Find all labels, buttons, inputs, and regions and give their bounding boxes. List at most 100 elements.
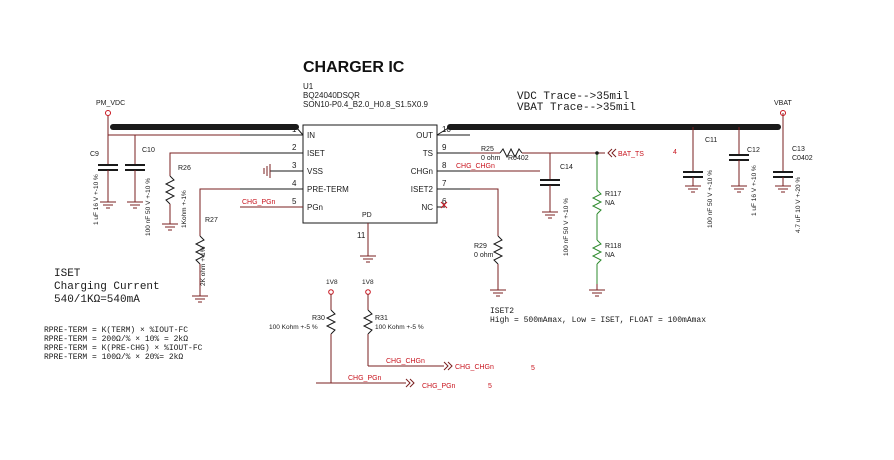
r30-value: 100 Kohm +-5 % bbox=[269, 324, 318, 331]
rpre-note-1: RPRE-TERM = K(TERM) × %IOUT-FC bbox=[44, 326, 188, 335]
c13-capacitor-icon bbox=[772, 171, 794, 178]
r31-ref: R31 bbox=[375, 315, 388, 322]
c13-package: C0402 bbox=[792, 155, 813, 162]
pin-5-name: PGn bbox=[307, 203, 323, 212]
pin-9-num: 9 bbox=[442, 143, 447, 152]
pin-7-num: 7 bbox=[442, 179, 447, 188]
vss-ground-icon bbox=[263, 164, 271, 178]
net-vbat: VBAT bbox=[774, 100, 792, 107]
r25-package: R0402 bbox=[508, 155, 529, 162]
c14-ref: C14 bbox=[560, 164, 573, 171]
chg-pgn-port-icon bbox=[405, 378, 411, 388]
r27-resistor-icon bbox=[194, 235, 206, 265]
r26-value: 1Kohm +-1% bbox=[181, 190, 188, 228]
c13-value: 4.7 uF 10 V +-20 % bbox=[795, 177, 802, 233]
c9-ref: C9 bbox=[90, 151, 99, 158]
iset-note-3: 540/1KΩ=540mA bbox=[54, 294, 140, 306]
pin-6-name: NC bbox=[421, 203, 433, 212]
vbat-port-icon bbox=[780, 110, 786, 116]
pm-vdc-port-icon bbox=[105, 110, 111, 116]
c12-capacitor-icon bbox=[728, 154, 750, 161]
r31-resistor-icon bbox=[362, 309, 374, 335]
pin-8-name: CHGn bbox=[411, 167, 433, 176]
ic-body bbox=[302, 124, 438, 224]
pin-2-name: ISET bbox=[307, 149, 325, 158]
r117-resistor-icon bbox=[591, 189, 603, 215]
c12-value: 1 uF 16 V +-10 % bbox=[751, 165, 758, 216]
pin-5-num: 5 bbox=[292, 197, 297, 206]
1v8-port-b-icon bbox=[365, 289, 371, 295]
c13-ref: C13 bbox=[792, 146, 805, 153]
r31-value: 100 Kohm +-5 % bbox=[375, 324, 424, 331]
rpre-note-4: RPRE-TERM = 100Ω/% × 20%= 2kΩ bbox=[44, 353, 183, 362]
net-chg-chgn-wire: CHG_CHGn bbox=[386, 358, 425, 365]
c11-ref: C11 bbox=[705, 137, 717, 144]
iset-note-2: Charging Current bbox=[54, 281, 160, 293]
c12-ref: C12 bbox=[747, 147, 760, 154]
ic-center-pin-num: 11 bbox=[357, 231, 366, 240]
c11-capacitor-icon bbox=[682, 171, 704, 178]
net-1v8-b: 1V8 bbox=[362, 279, 374, 286]
c10-capacitor-icon bbox=[124, 164, 146, 171]
c9-value: 1 uF 16 V +-10 % bbox=[93, 174, 100, 225]
trace-note-vbat: VBAT Trace-->35mil bbox=[517, 102, 636, 114]
pin-4-num: 4 bbox=[292, 179, 297, 188]
r118-ref: R118 bbox=[605, 243, 621, 250]
r29-resistor-icon bbox=[492, 235, 504, 265]
trace-note-vdc: VDC Trace-->35mil bbox=[517, 91, 629, 103]
ic-ref: U1 bbox=[303, 82, 314, 91]
pin-10-name: OUT bbox=[416, 131, 433, 140]
1v8-port-a-icon bbox=[328, 289, 334, 295]
iset2-note-2: High = 500mAmax, Low = ISET, FLOAT = 100… bbox=[490, 316, 706, 325]
pin-3-name: VSS bbox=[307, 167, 323, 176]
c9-capacitor-icon bbox=[97, 164, 119, 171]
ic-part: BQ24040DSQR bbox=[303, 91, 360, 100]
r25-ref: R25 bbox=[481, 146, 494, 153]
r25-resistor-icon bbox=[499, 147, 523, 159]
page-title: CHARGER IC bbox=[303, 59, 405, 76]
c10-value: 100 nF 50 V +-10 % bbox=[145, 178, 152, 236]
rpre-note-2: RPRE-TERM = 200Ω/% × 10% = 2kΩ bbox=[44, 335, 188, 344]
chg-chgn-port-icon bbox=[443, 361, 449, 371]
r30-ref: R30 bbox=[312, 315, 325, 322]
iset2-note-1: ISET2 bbox=[490, 307, 514, 316]
r117-value: NA bbox=[605, 200, 615, 207]
net-chg-chgn-pin8: CHG_CHGn bbox=[456, 163, 495, 170]
iset-note-1: ISET bbox=[54, 268, 81, 280]
pin-7-name: ISET2 bbox=[411, 185, 434, 194]
c10-ref: C10 bbox=[142, 147, 155, 154]
rpre-note-3: RPRE-TERM = K(PRE-CHG) × %IOUT-FC bbox=[44, 344, 203, 353]
ic-package: SON10-P0.4_B2.0_H0.8_S1.5X0.9 bbox=[303, 100, 429, 109]
net-chg-pgn-port: CHG_PGn bbox=[422, 383, 456, 390]
pin-3-num: 3 bbox=[292, 161, 297, 170]
r118-value: NA bbox=[605, 252, 615, 259]
r26-resistor-icon bbox=[164, 175, 176, 205]
c11-value: 100 nF 50 V +-10 % bbox=[707, 170, 714, 228]
sheet-ref-b: 5 bbox=[488, 383, 492, 390]
r27-value: 2K ohm +-1% bbox=[200, 246, 207, 286]
pin-8-num: 8 bbox=[442, 161, 447, 170]
net-bat-ts: BAT_TS bbox=[618, 151, 644, 158]
net-chg-pgn-wire: CHG_PGn bbox=[348, 375, 382, 382]
r117-ref: R117 bbox=[605, 191, 621, 198]
r25-value: 0 ohm bbox=[481, 155, 501, 162]
net-chg-chgn-port: CHG_CHGn bbox=[455, 364, 494, 371]
net-1v8-a: 1V8 bbox=[326, 279, 338, 286]
pin-1-name: IN bbox=[307, 131, 315, 140]
c14-value: 100 nF 50 V +-10 % bbox=[563, 198, 570, 256]
pin-2-num: 2 bbox=[292, 143, 297, 152]
r30-resistor-icon bbox=[325, 309, 337, 335]
r29-ref: R29 bbox=[474, 243, 487, 250]
sheet-ref-a: 5 bbox=[531, 365, 535, 372]
r26-ref: R26 bbox=[178, 165, 191, 172]
ic-center-pin-label: PD bbox=[362, 212, 372, 219]
net-pm-vdc: PM_VDC bbox=[96, 100, 125, 107]
pin-9-name: TS bbox=[423, 149, 433, 158]
pin-6-num: 6 bbox=[442, 197, 447, 206]
c14-capacitor-icon bbox=[539, 179, 561, 186]
r118-resistor-icon bbox=[591, 239, 603, 265]
r27-ref: R27 bbox=[205, 217, 218, 224]
net-chg-pgn-pin5: CHG_PGn bbox=[242, 199, 276, 206]
sheet-ref-c: 4 bbox=[673, 149, 677, 156]
